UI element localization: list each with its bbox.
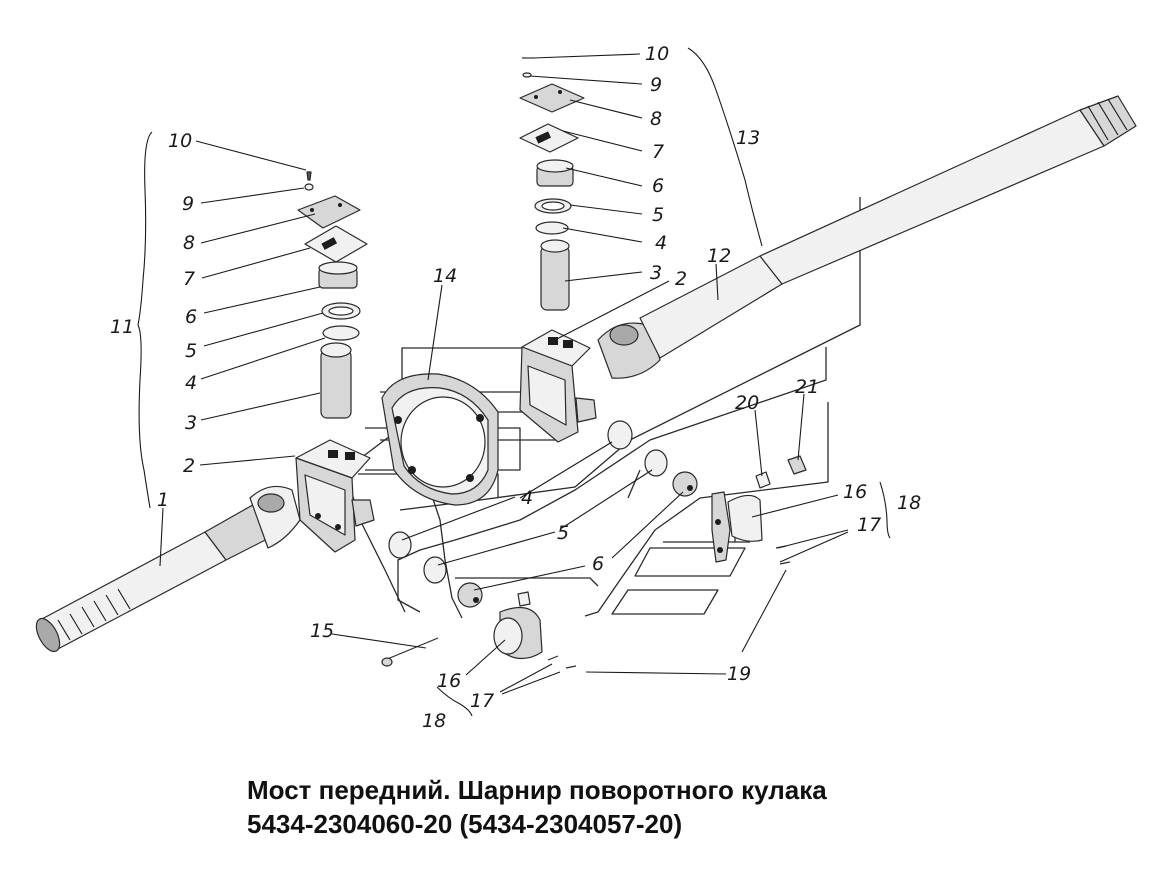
callout-18-right: 18 — [897, 492, 921, 514]
callout-5-left: 5 — [185, 340, 197, 362]
drawing-caption: Мост передний. Шарнир поворотного кулака… — [247, 773, 827, 841]
callout-5-center: 5 — [557, 522, 569, 544]
bracket-18-bottom — [436, 686, 473, 717]
callout-8-left: 8 — [183, 232, 195, 254]
callout-7-right: 7 — [652, 141, 664, 163]
right-lever-group — [711, 455, 807, 565]
callout-1: 1 — [157, 489, 169, 511]
callout-3-left: 3 — [185, 412, 197, 434]
callout-2-left: 2 — [183, 455, 195, 477]
callout-10-left: 10 — [168, 130, 192, 152]
callout-21: 21 — [795, 376, 819, 398]
bracket-18-right — [879, 481, 891, 539]
callout-19: 19 — [727, 663, 751, 685]
callout-16-bottom: 16 — [437, 670, 461, 692]
left-parts-stack — [297, 171, 368, 419]
center-bushings — [388, 420, 698, 608]
callout-17-right: 17 — [857, 514, 881, 536]
callout-9-right: 9 — [650, 74, 662, 96]
callout-6-center: 6 — [592, 553, 604, 575]
callout-20: 20 — [735, 392, 759, 414]
bottom-lever-group — [381, 591, 577, 669]
callout-14: 14 — [433, 265, 457, 287]
callout-5-right: 5 — [652, 204, 664, 226]
callout-4-right: 4 — [655, 232, 667, 254]
axle-shaft-right — [597, 95, 1137, 379]
callout-16-right: 16 — [843, 481, 867, 503]
callout-12: 12 — [707, 245, 731, 267]
axle-shaft-left — [35, 485, 301, 653]
callout-10-right: 10 — [645, 43, 669, 65]
callout-13: 13 — [736, 127, 760, 149]
callout-17-bottom: 17 — [470, 690, 494, 712]
caption-part-number: 5434-2304060-20 (5434-2304057-20) — [247, 809, 683, 839]
callout-3-right: 3 — [650, 262, 662, 284]
callout-4-left: 4 — [185, 372, 197, 394]
callout-8-right: 8 — [650, 108, 662, 130]
callout-15: 15 — [310, 620, 334, 642]
bracket-11 — [137, 131, 153, 509]
knuckle-housing-left — [295, 439, 375, 553]
callout-7-left: 7 — [183, 268, 195, 290]
callout-18-bottom: 18 — [422, 710, 446, 732]
leader-lines — [159, 53, 849, 695]
callout-6-right: 6 — [652, 175, 664, 197]
callout-labels: 10 9 8 7 6 5 4 3 2 11 1 10 9 8 7 6 5 4 3… — [110, 43, 921, 732]
caption-title: Мост передний. Шарнир поворотного кулака — [247, 775, 827, 805]
callout-4-center: 4 — [521, 487, 533, 509]
callout-11: 11 — [110, 316, 134, 338]
knuckle-housing-right — [519, 329, 597, 443]
callout-9-left: 9 — [182, 193, 194, 215]
right-parts-stack — [519, 57, 585, 311]
callout-2-right: 2 — [675, 268, 687, 290]
callout-6-left: 6 — [185, 306, 197, 328]
brake-shield — [381, 373, 499, 506]
bracket-13 — [687, 47, 763, 247]
